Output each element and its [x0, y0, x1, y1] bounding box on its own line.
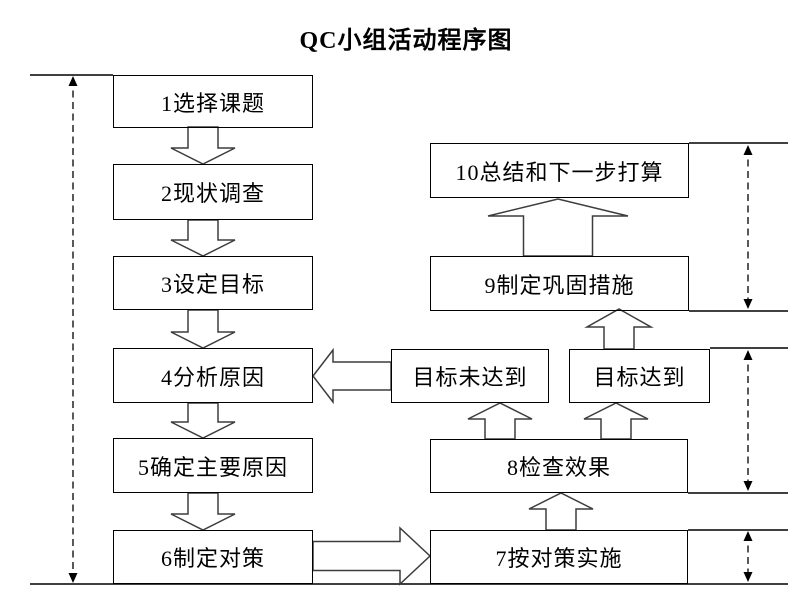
flow-box-step8: 8检查效果 [430, 439, 688, 493]
dashed-span-arrow-left [68, 76, 78, 583]
arrow-step6-to-step7 [312, 526, 432, 586]
flow-box-step1: 1选择课题 [113, 75, 313, 128]
dashed-span-arrow-right-top [743, 145, 753, 309]
arrow-step2-to-step3 [170, 219, 236, 257]
diagram-title: QC小组活动程序图 [299, 28, 513, 54]
dashed-span-arrow-right-bottom [743, 531, 753, 582]
flow-box-step10: 10总结和下一步打算 [430, 143, 689, 198]
flow-box-goal-not-met: 目标未达到 [391, 349, 549, 403]
flow-box-step2: 2现状调查 [113, 164, 313, 220]
arrow-goal-not-met-to-step4 [312, 347, 392, 405]
arrow-step7-to-step8 [528, 492, 594, 531]
arrow-step9-to-step10 [487, 198, 629, 257]
flow-box-goal-met: 目标达到 [569, 349, 710, 403]
arrow-step4-to-step5 [170, 402, 236, 439]
arrow-step5-to-step6 [170, 492, 236, 531]
flow-box-step7: 7按对策实施 [430, 530, 688, 584]
flow-box-step9: 9制定巩固措施 [430, 256, 689, 311]
arrow-step8-to-goal-not-met [467, 402, 533, 440]
arrow-goal-met-to-step9 [584, 308, 654, 350]
flow-box-step3: 3设定目标 [113, 256, 313, 310]
arrow-step1-to-step2 [170, 126, 236, 165]
dashed-span-arrow-right-middle [743, 350, 753, 491]
flow-box-step4: 4分析原因 [113, 348, 313, 403]
flow-box-step6: 6制定对策 [113, 530, 313, 584]
flow-box-step5: 5确定主要原因 [113, 438, 313, 493]
arrow-step8-to-goal-met [583, 402, 649, 440]
arrow-step3-to-step4 [170, 309, 236, 349]
